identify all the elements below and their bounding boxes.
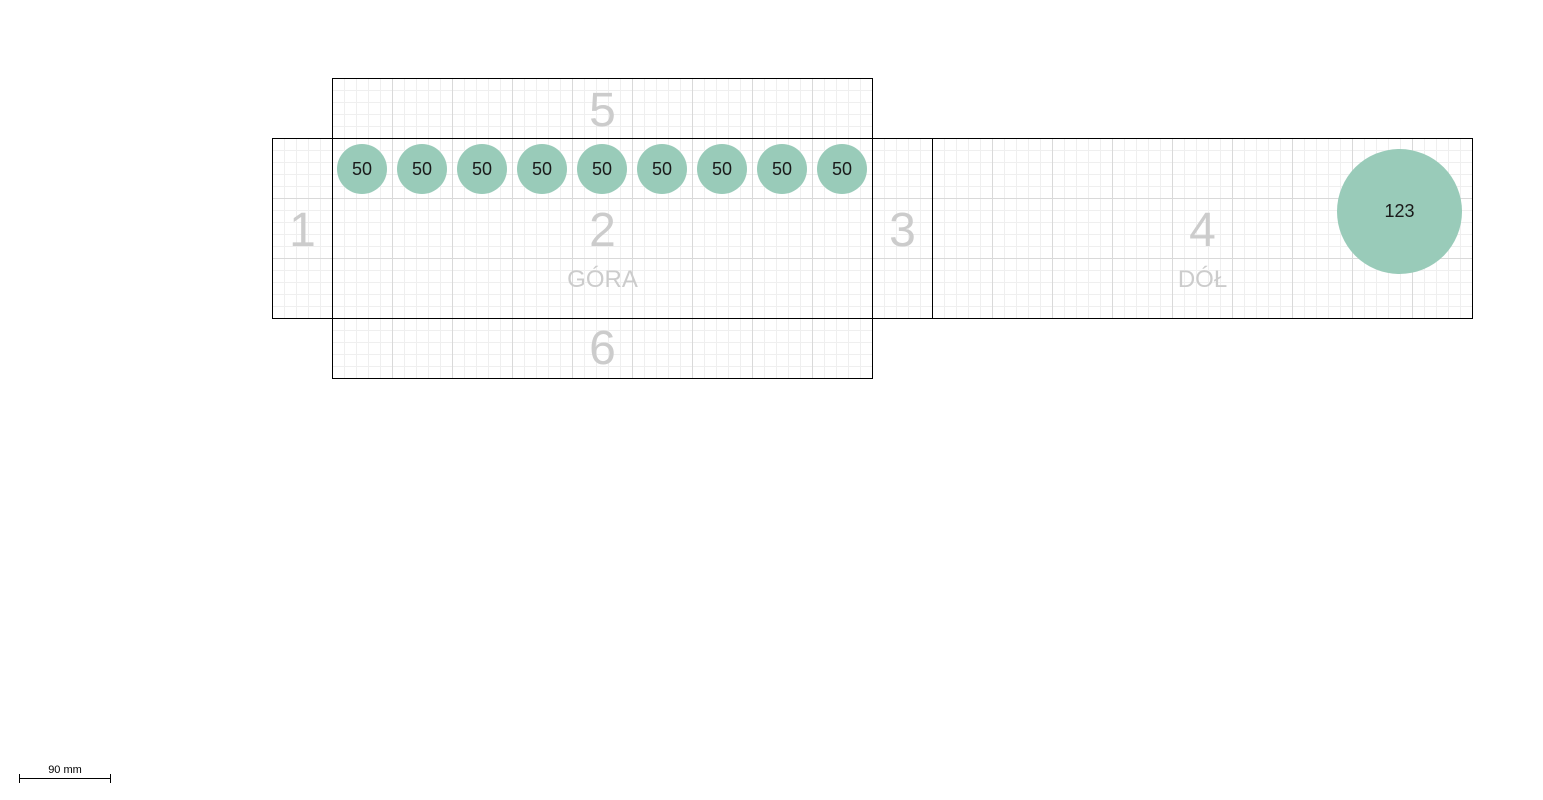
panel-5-number: 5 — [589, 84, 616, 137]
small-circle[interactable]: 50 — [817, 144, 867, 194]
small-circle-label: 50 — [351, 158, 373, 179]
small-circle-label: 50 — [651, 158, 673, 179]
scale-bar-tick-left — [19, 774, 20, 783]
scale-bar-tick-right — [110, 774, 111, 783]
panel-3: 3 — [872, 138, 933, 319]
small-circle[interactable]: 50 — [517, 144, 567, 194]
small-circle-label: 50 — [411, 158, 433, 179]
small-circle-label: 50 — [831, 158, 853, 179]
small-circle[interactable]: 50 — [457, 144, 507, 194]
scale-bar: 90 mm — [19, 764, 111, 784]
scale-bar-label: 90 mm — [48, 764, 82, 776]
small-circle[interactable]: 50 — [637, 144, 687, 194]
small-circle-label: 50 — [591, 158, 613, 179]
small-circle-label: 50 — [471, 158, 493, 179]
panel-4-number: 4 — [1189, 204, 1216, 257]
panel-2-label: GÓRA — [567, 266, 638, 293]
panel-1: 1 — [272, 138, 333, 319]
scale-bar-line — [19, 778, 111, 779]
panel-3-number: 3 — [889, 204, 916, 257]
panel-4-label: DÓŁ — [1177, 266, 1228, 293]
large-circle-label: 123 — [1384, 201, 1415, 221]
panel-6-number: 6 — [589, 322, 616, 375]
panel-6: 6 — [332, 318, 873, 379]
small-circle[interactable]: 50 — [757, 144, 807, 194]
small-circle-label: 50 — [771, 158, 793, 179]
panel-5: 5 — [332, 78, 873, 139]
small-circle[interactable]: 50 — [577, 144, 627, 194]
small-circle-label: 50 — [711, 158, 733, 179]
small-circle[interactable]: 50 — [397, 144, 447, 194]
panel-1-number: 1 — [289, 204, 316, 257]
small-circle[interactable]: 50 — [697, 144, 747, 194]
small-circle[interactable]: 50 — [337, 144, 387, 194]
panel-2-number: 2 — [589, 204, 616, 257]
large-circle[interactable]: 123 — [1337, 149, 1462, 274]
small-circle-label: 50 — [531, 158, 553, 179]
